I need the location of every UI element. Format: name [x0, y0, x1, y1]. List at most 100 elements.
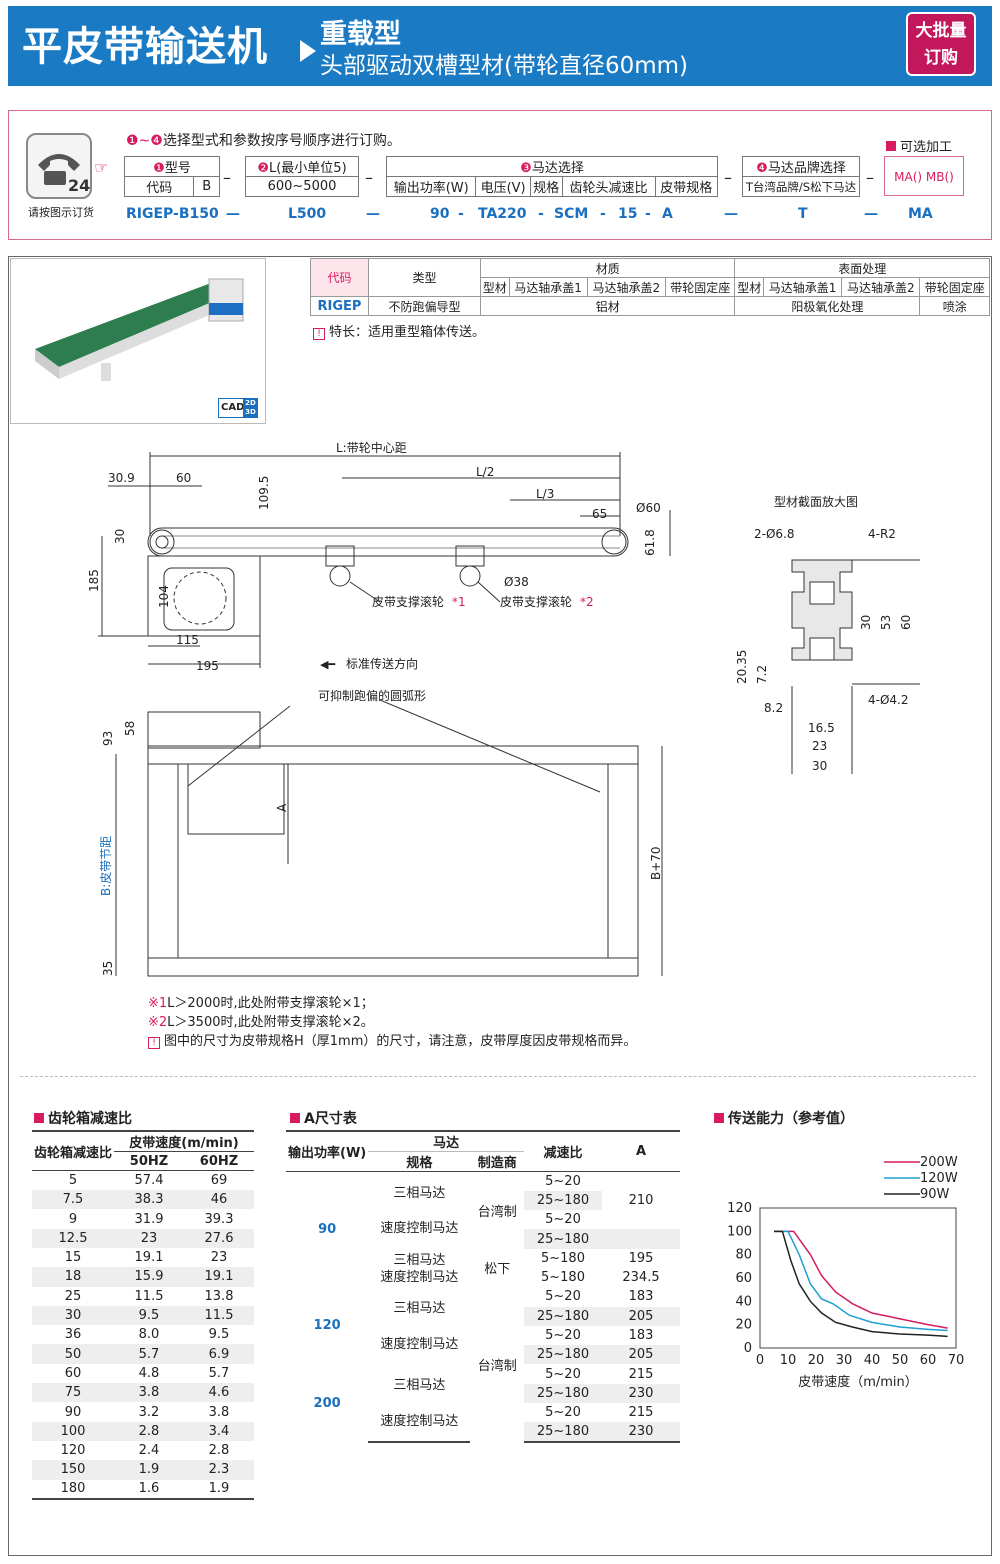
optional-processing-box[interactable]: MA() MB()	[884, 156, 964, 196]
phone-caption: 请按图示订货	[28, 206, 94, 219]
table-cell: 60	[64, 1365, 82, 1381]
legend-label: 120W	[920, 1171, 958, 1186]
table-cell: 180	[32, 1479, 115, 1500]
code-belt: A	[662, 206, 673, 222]
svg-text:35: 35	[101, 961, 115, 976]
svg-text:60: 60	[176, 471, 191, 485]
svg-text:8.2: 8.2	[764, 701, 783, 715]
profile-section-drawing: 型材截面放大图 2-Ø6.8 4-R2 4-Ø4.2 30 53 60 20.3…	[735, 494, 920, 774]
table-cell: 3.8	[114, 1383, 184, 1403]
phone-24h-icon: 24	[26, 133, 92, 199]
svg-text:4-Ø4.2: 4-Ø4.2	[868, 693, 909, 707]
table-cell: 9	[68, 1211, 78, 1227]
table-cell: 25	[64, 1288, 82, 1304]
table-cell: 5.7	[114, 1344, 184, 1364]
note-3: !图中的尺寸为皮带规格H（厚1mm）的尺寸，请注意，皮带厚度因皮带规格而异。	[148, 1030, 636, 1049]
table-cell: 1.9	[184, 1479, 254, 1500]
svg-text:皮带支撑滚轮: 皮带支撑滚轮	[500, 594, 572, 609]
x-tick-label: 0	[756, 1353, 764, 1368]
svg-text:Ø60: Ø60	[636, 501, 661, 515]
table-cell: 3.8	[208, 1404, 230, 1420]
svg-text:23: 23	[812, 739, 827, 753]
y-tick-label: 20	[735, 1318, 752, 1333]
product-photo	[10, 258, 266, 424]
code-brand: T	[798, 206, 808, 222]
table-cell: 23	[114, 1228, 184, 1248]
svg-text:B:皮带节距: B:皮带节距	[99, 836, 113, 896]
svg-text:◀━: ◀━	[320, 658, 335, 671]
conveyor-drawing: L:带轮中心距 L/2 L/3 30.9 60 109.5 30 65 Ø60 …	[87, 440, 671, 977]
svg-text:93: 93	[101, 731, 115, 746]
svg-text:16.5: 16.5	[808, 721, 835, 735]
svg-text:4-R2: 4-R2	[868, 527, 896, 541]
x-tick-label: 10	[780, 1353, 797, 1368]
svg-text:L/2: L/2	[476, 465, 494, 479]
y-tick-label: 60	[735, 1271, 752, 1286]
svg-text:2-Ø6.8: 2-Ø6.8	[754, 527, 795, 541]
svg-text:A: A	[275, 803, 289, 812]
order-instruction: ❶~❹选择型式和参数按序号顺序进行订购。	[126, 133, 401, 149]
table-cell: 38.3	[114, 1190, 184, 1210]
table-cell: 36	[64, 1327, 82, 1343]
table-cell: 4.6	[184, 1383, 254, 1403]
table-cell: 3.4	[184, 1421, 254, 1441]
note-1: ※1L＞2000时,此处附带支撑滚轮×1；	[148, 996, 374, 1011]
table-cell: 2.4	[138, 1443, 160, 1459]
table-cell: 120	[60, 1443, 86, 1459]
svg-text:Ø38: Ø38	[504, 575, 529, 589]
table-cell: 1.9	[114, 1460, 184, 1480]
svg-text:L/3: L/3	[536, 487, 554, 501]
table-cell: 1.6	[114, 1479, 184, 1500]
table-cell: 19.1	[134, 1250, 164, 1266]
table-cell: 9.5	[208, 1327, 230, 1343]
x-tick-label: 70	[948, 1353, 965, 1368]
table-cell: 2.3	[184, 1460, 254, 1480]
svg-text:65: 65	[592, 507, 607, 521]
gear-table-title: 齿轮箱减速比	[34, 1108, 132, 1128]
table-cell: 11.5	[184, 1305, 254, 1326]
table-cell: 6.9	[184, 1344, 254, 1364]
table-cell: 150	[32, 1460, 115, 1480]
code-spec: SCM	[554, 206, 589, 222]
note-2: ※2L＞3500时,此处附带支撑滚轮×2。	[148, 1015, 374, 1030]
svg-text:30.9: 30.9	[108, 471, 135, 485]
feature-note: !特长：适用重型箱体传送。	[313, 321, 485, 340]
table-cell: 18	[32, 1267, 115, 1287]
y-tick-label: 0	[744, 1341, 752, 1356]
svg-text:型材截面放大图: 型材截面放大图	[774, 494, 858, 509]
table-cell: 57.4	[134, 1173, 164, 1189]
table-cell: 30	[32, 1305, 115, 1326]
table-cell: 23	[210, 1250, 228, 1266]
x-tick-label: 20	[808, 1353, 825, 1368]
table-cell: 90	[64, 1404, 82, 1420]
svg-text:7.2: 7.2	[755, 665, 769, 684]
table-cell: 15.9	[114, 1267, 184, 1287]
svg-text:195: 195	[196, 659, 219, 673]
y-tick-label: 120	[727, 1201, 752, 1216]
x-axis-label: 皮带速度（m/min）	[798, 1374, 918, 1390]
table-cell: 2.8	[208, 1443, 230, 1459]
main-content-frame	[8, 256, 992, 1556]
svg-text:30: 30	[859, 615, 873, 630]
arrow-right-icon	[300, 40, 316, 62]
product-title: 平皮带输送机	[22, 24, 268, 70]
table-cell: 31.9	[134, 1211, 164, 1227]
title-banner	[8, 6, 992, 86]
code-length: L500	[288, 206, 327, 222]
chart-title: 传送能力（参考值）	[714, 1108, 854, 1128]
code-model: RIGEP-B150	[126, 206, 219, 222]
bulk-order-badge[interactable]: 大批量订购	[906, 12, 976, 76]
product-subtitle-desc: 头部驱动双槽型材(带轮直径60mm)	[320, 53, 689, 79]
table-cell: 46	[184, 1190, 254, 1210]
